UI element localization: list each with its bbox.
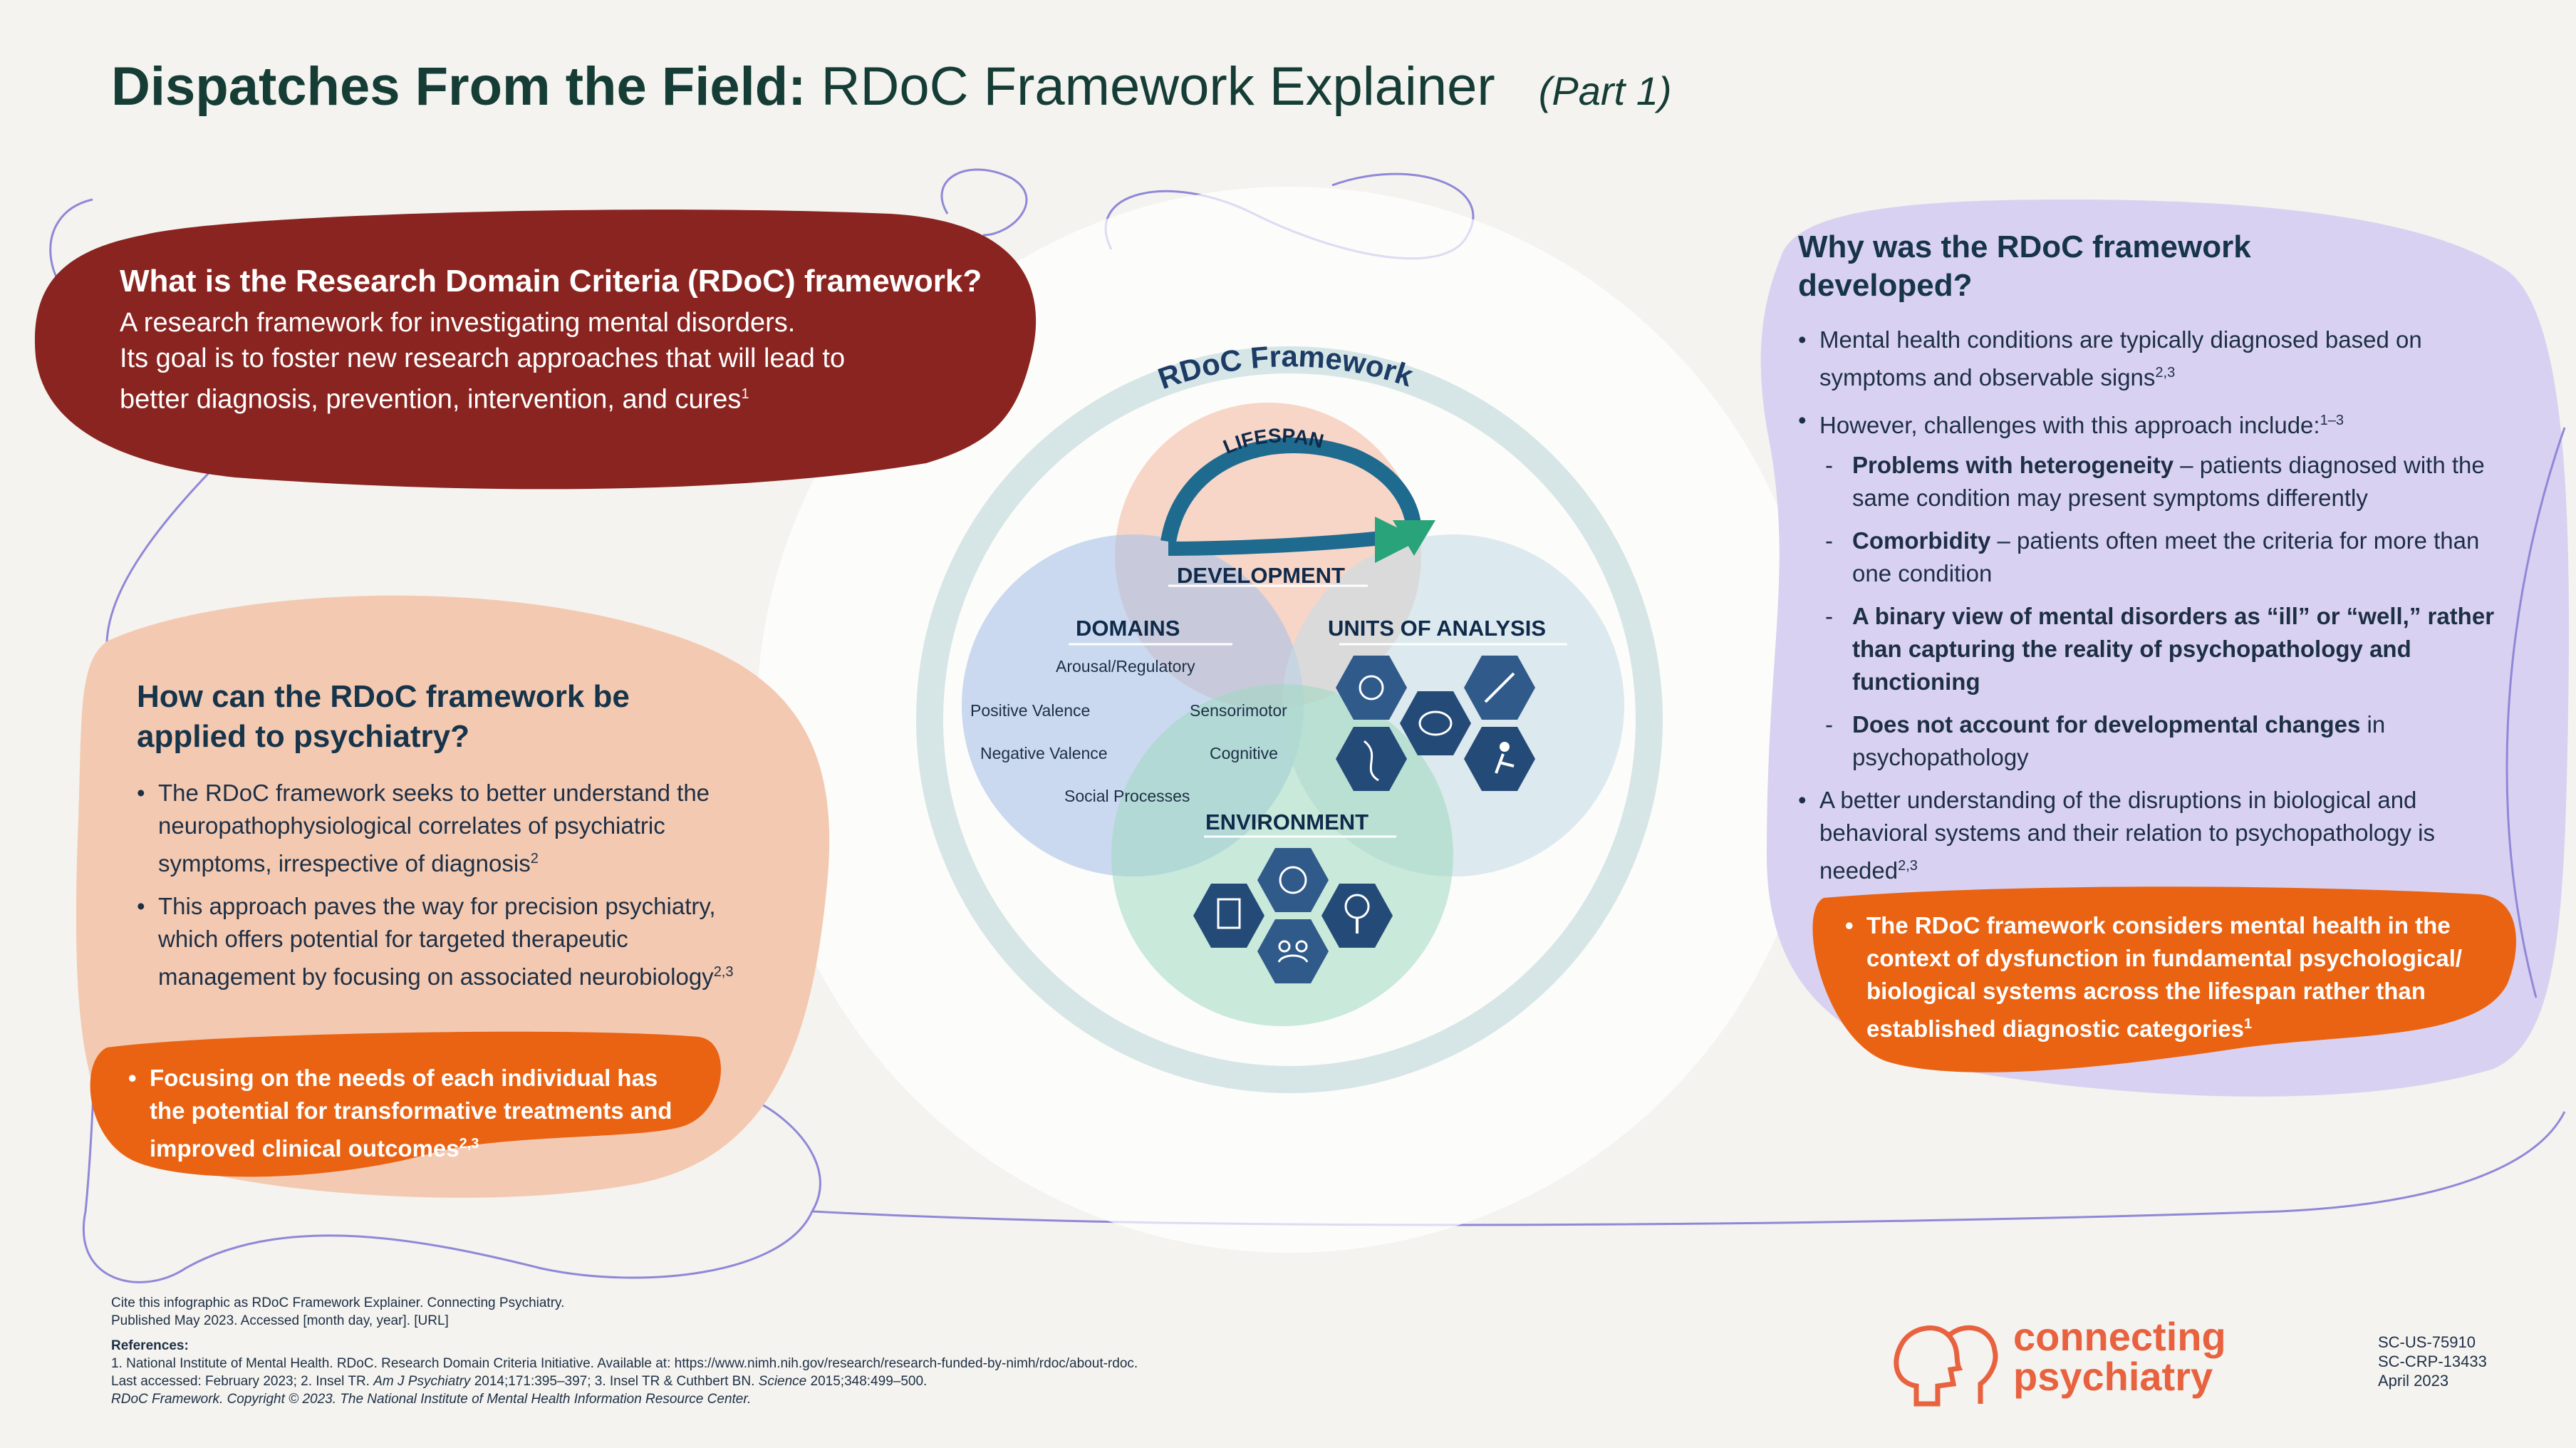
why-bullet: Mental health conditions are typically d…	[1798, 324, 2510, 394]
environment-hexagons	[1193, 848, 1393, 983]
how-applied-bullet: The RDoC framework seeks to better under…	[137, 777, 749, 880]
units-label: UNITS OF ANALYSIS	[1328, 616, 1547, 641]
why-sub-bullet: Does not account for developmental chang…	[1819, 708, 2510, 774]
lifespan-arrow	[1160, 438, 1422, 544]
why-developed-callout: The RDoC framework considers mental heal…	[1845, 909, 2515, 1055]
building-icon	[1193, 884, 1264, 948]
citation: Cite this infographic as RDoC Framework …	[111, 1296, 565, 1328]
references: References: 1. National Institute of Men…	[111, 1338, 1138, 1407]
environment-label: ENVIRONMENT	[1205, 810, 1369, 834]
what-is-heading: What is the Research Domain Criteria (RD…	[120, 264, 982, 299]
globe-icon	[1257, 848, 1329, 912]
development-arrowhead	[1375, 517, 1421, 563]
running-icon	[1464, 727, 1535, 791]
molecule-icon	[1336, 656, 1407, 720]
domain-item: Arousal/Regulatory	[1056, 657, 1195, 676]
why-sub-bullet: Comorbidity – patients often meet the cr…	[1819, 524, 2510, 590]
domain-item: Cognitive	[1210, 744, 1278, 762]
tree-icon	[1321, 884, 1393, 948]
units-hexagons	[1336, 656, 1535, 791]
why-sub-bullet: Problems with heterogeneity – patients d…	[1819, 449, 2510, 514]
page-title: Dispatches From the Field: RDoC Framewor…	[111, 56, 1671, 118]
decorative-line	[940, 168, 1028, 237]
heads-logo-icon	[1894, 1325, 1998, 1407]
domain-item: Social Processes	[1064, 787, 1190, 805]
what-is-panel	[34, 210, 1037, 490]
what-is-section: What is the Research Domain Criteria (RD…	[120, 264, 1039, 418]
development-arrow	[1168, 531, 1383, 556]
domains-label: DOMAINS	[1076, 616, 1180, 641]
why-bullet: A better understanding of the disruption…	[1798, 784, 2510, 887]
how-applied-bullet: This approach paves the way for precisio…	[137, 890, 749, 993]
domain-item: Positive Valence	[970, 701, 1091, 720]
what-is-text: A research framework for investigating m…	[120, 308, 846, 415]
brain-icon	[1400, 691, 1471, 755]
domain-item: Sensorimotor	[1190, 701, 1287, 720]
framework-ring	[916, 346, 1663, 1093]
people-icon	[1257, 919, 1329, 983]
title-bold: Dispatches From the Field:	[111, 56, 806, 117]
title-part: (Part 1)	[1538, 68, 1672, 113]
domain-item: Negative Valence	[980, 744, 1108, 762]
development-label: DEVELOPMENT	[1177, 563, 1345, 588]
logo-wordmark: connecting psychiatry	[2013, 1314, 2226, 1399]
document-codes: SC-US-75910 SC-CRP-13433 April 2023	[2378, 1333, 2487, 1390]
title-regular: RDoC Framework Explainer	[821, 56, 1495, 117]
how-applied-callout: Focusing on the needs of each individual…	[128, 1062, 698, 1175]
why-bullet: However, challenges with this approach i…	[1798, 404, 2510, 774]
why-sub-bullet: A binary view of mental disorders as “il…	[1819, 600, 2510, 698]
